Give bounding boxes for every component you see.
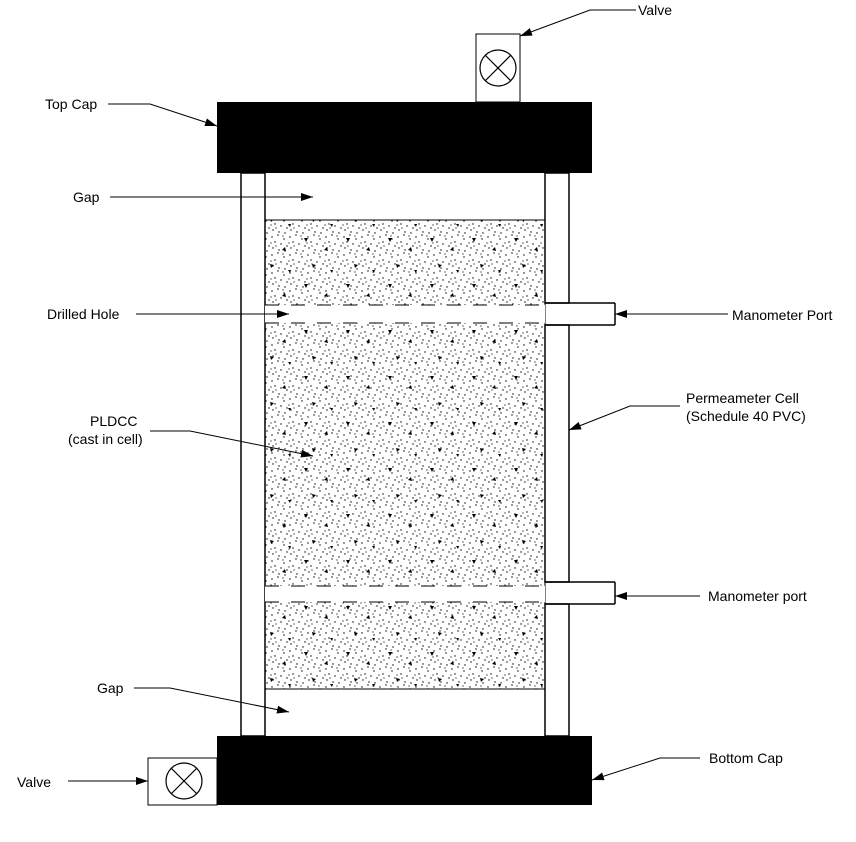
label-manometer-port-upper: Manometer Port [732,307,832,323]
right-cell-wall-middle [544,324,570,583]
bottom-cap-leader [591,757,700,781]
label-top-cap: Top Cap [45,96,97,112]
upper-drilled-hole [265,304,545,324]
right-cell-wall-upper [544,172,570,304]
bottom-cap [217,736,592,805]
label-manometer-port-lower: Manometer port [708,588,807,604]
permeameter-cell-leader [568,405,680,431]
label-bottom-cap: Bottom Cap [709,750,783,766]
label-gap-bottom: Gap [97,680,124,696]
label-permeameter-cell-line2: (Schedule 40 PVC) [686,408,806,424]
lower-manometer-port [545,581,616,605]
top-valve [475,33,521,103]
valve-top-leader [519,9,636,37]
label-pldcc-line2: (cast in cell) [68,431,143,447]
right-cell-wall-lower [544,603,570,737]
bottom-valve [147,757,218,806]
top-cap [217,102,592,173]
label-gap-top: Gap [73,189,100,205]
lower-drilled-hole [265,585,545,603]
top-cap-leader [108,103,218,127]
gap-bottom-leader [134,687,290,714]
label-valve-top: Valve [638,2,672,18]
label-drilled-hole: Drilled Hole [47,306,120,322]
label-valve-bottom: Valve [17,774,51,790]
label-pldcc-line1: PLDCC [90,413,137,429]
left-cell-wall [240,172,266,737]
label-permeameter-cell-line1: Permeameter Cell [686,390,799,406]
pldcc-leader [150,430,314,458]
upper-manometer-port [545,302,616,326]
